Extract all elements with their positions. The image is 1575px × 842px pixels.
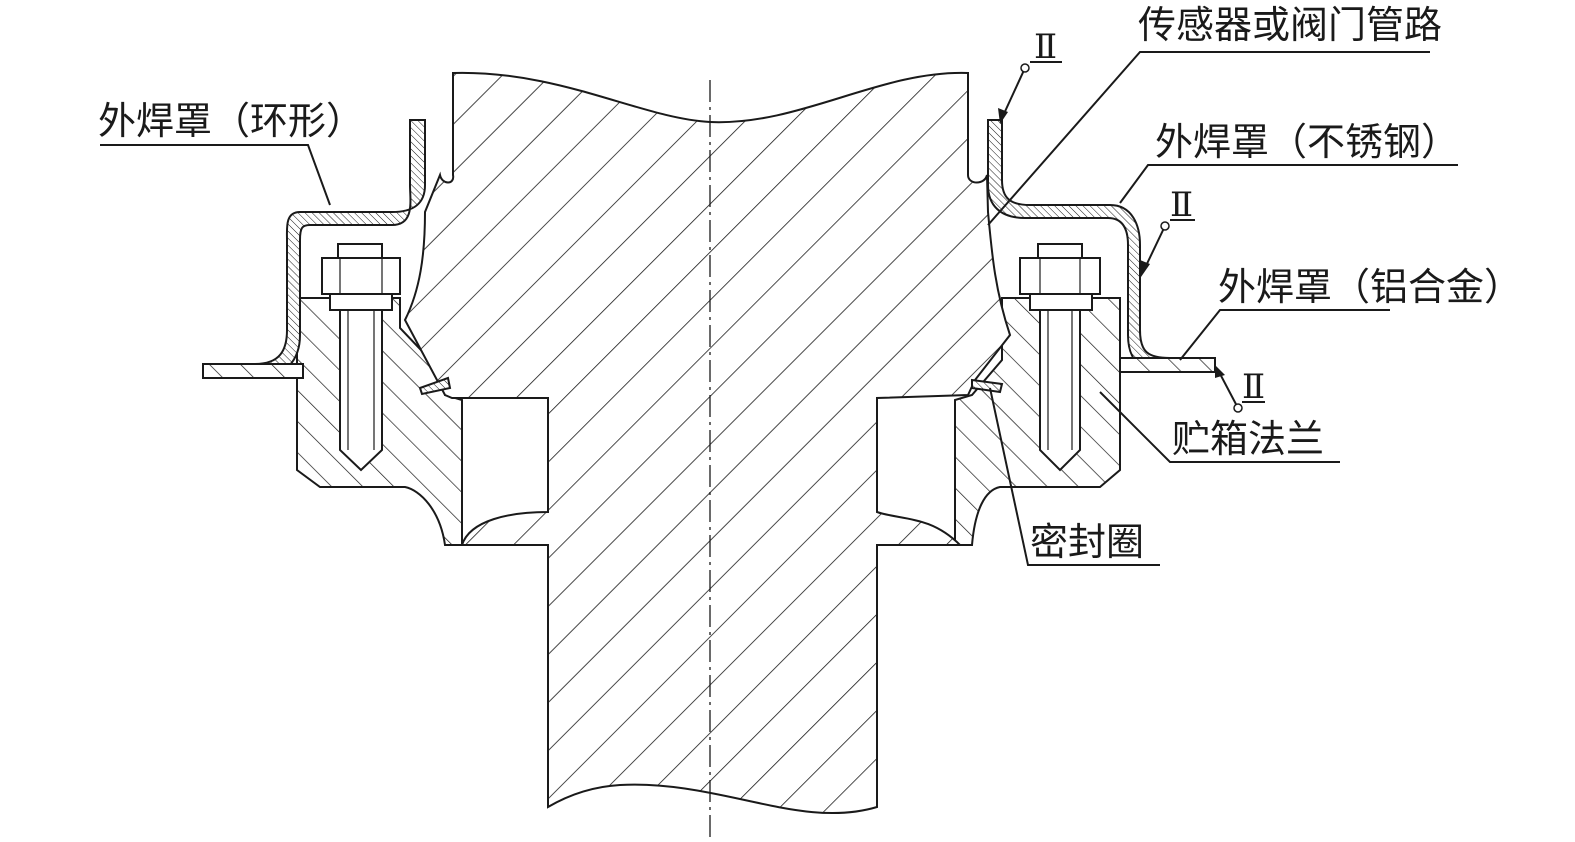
label-sensor-pipe: 传感器或阀门管路 — [1138, 3, 1442, 47]
cover-base-plate-left — [202, 363, 304, 379]
label-cover-ring: 外焊罩（环形） — [98, 99, 364, 143]
weld-mark-label-right-low: Ⅱ — [1242, 369, 1265, 406]
cover-base-plate-right — [1119, 357, 1216, 373]
weld-mark-right-mid — [1140, 219, 1195, 277]
seal-ring-right — [971, 378, 1004, 394]
label-seal-ring: 密封圈 — [1030, 520, 1144, 564]
label-cover-stainless: 外焊罩（不锈钢） — [1155, 120, 1459, 164]
valve-body — [403, 71, 1012, 815]
seal-ring-left — [418, 376, 452, 396]
label-cover-aluminum: 外焊罩（铝合金） — [1218, 265, 1522, 309]
label-tank-flange: 贮箱法兰 — [1172, 417, 1324, 461]
weld-mark-label-right-mid: Ⅱ — [1170, 187, 1193, 224]
weld-mark-top — [998, 61, 1062, 124]
bolt-right — [1019, 243, 1101, 472]
weld-mark-label-top: Ⅱ — [1034, 29, 1057, 66]
weld-mark-right-low — [1215, 365, 1265, 413]
bolt-left — [321, 243, 401, 472]
leaders — [100, 51, 1458, 566]
